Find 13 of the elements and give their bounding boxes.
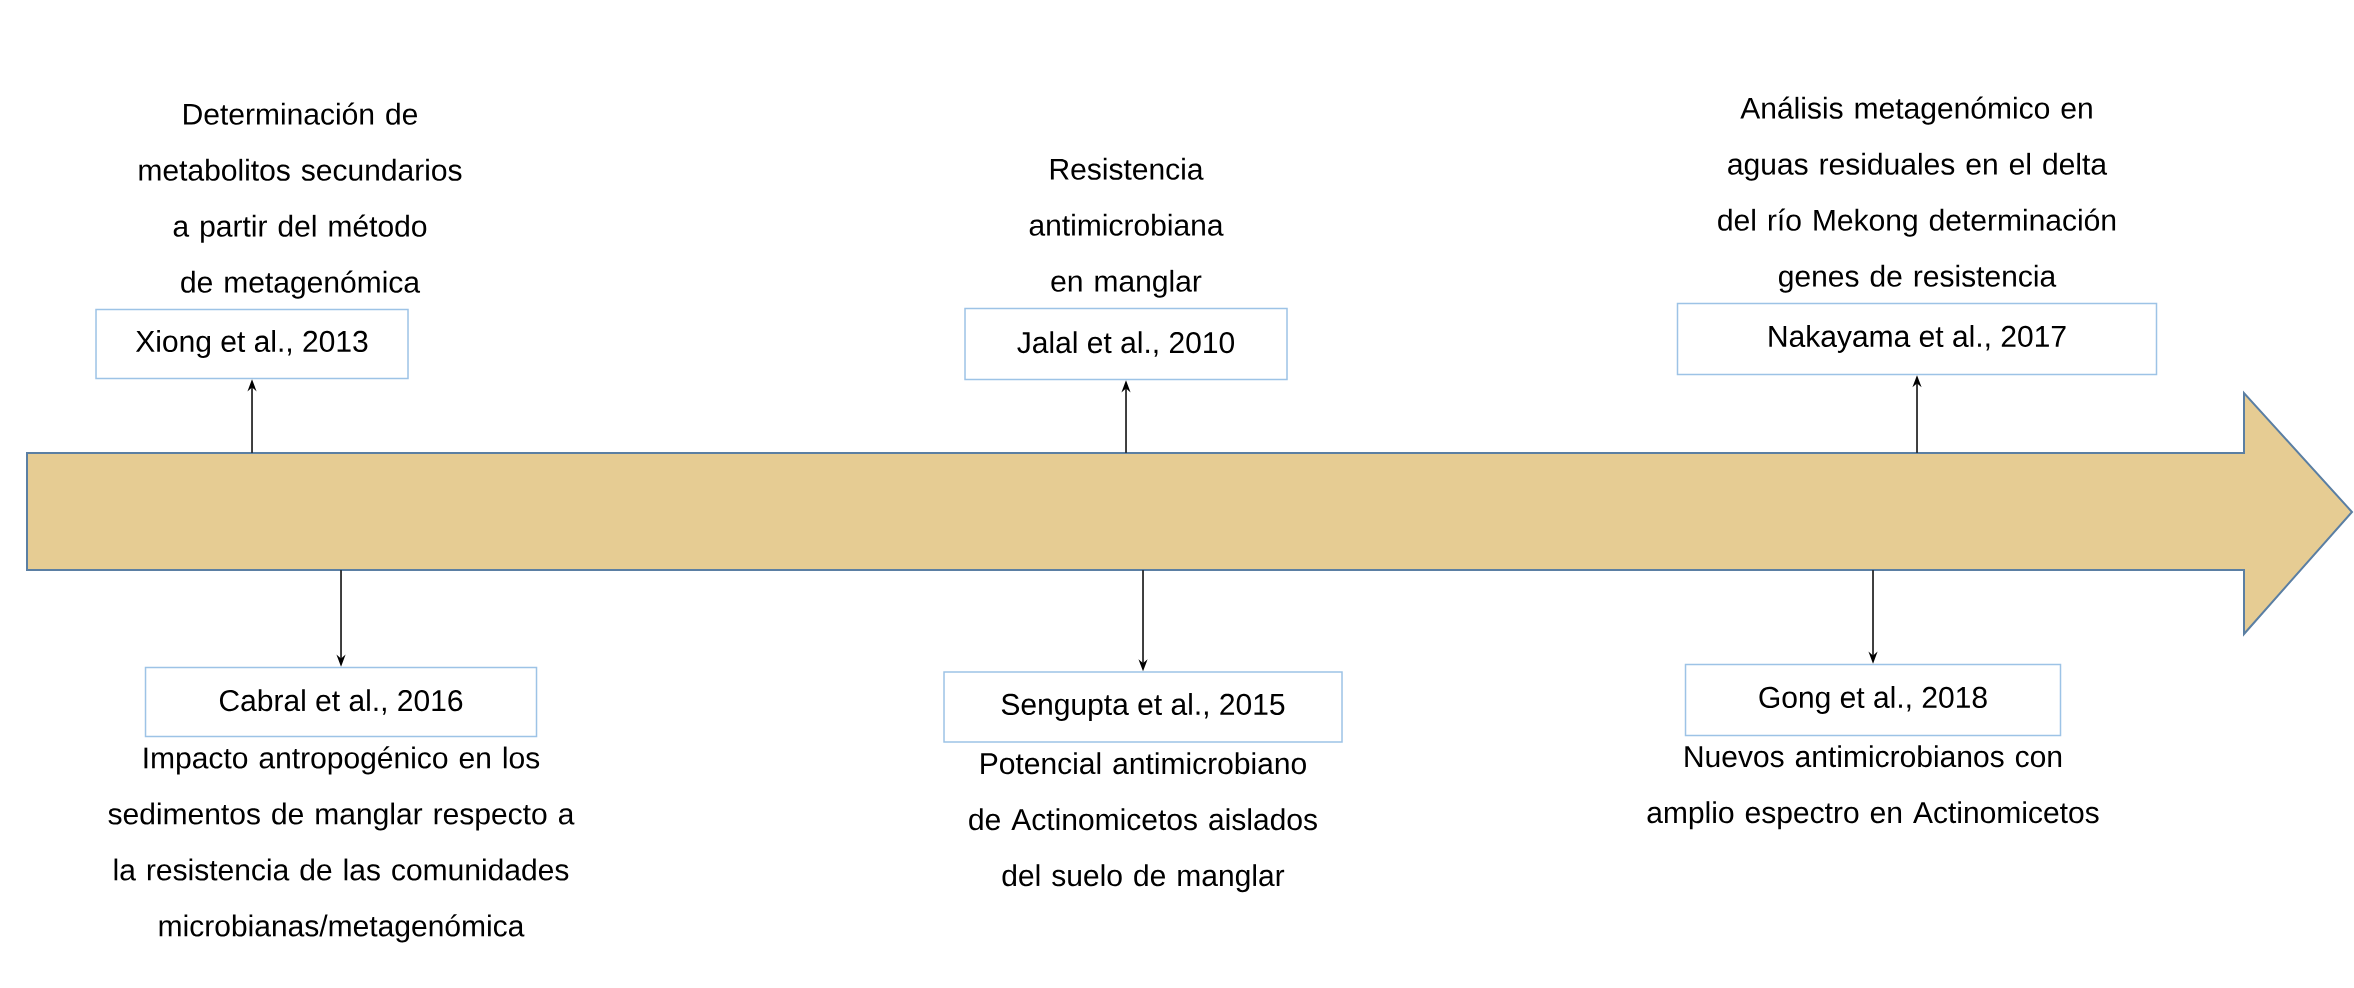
description-text: Resistencia antimicrobiana en manglar xyxy=(1029,157,1224,298)
citation-box: Xiong et al., 2013 xyxy=(95,308,409,380)
description-text: Determinación de metabolitos secundarios a partir del método de metagenómica xyxy=(139,102,462,299)
citation-box: Jalal et al., 2010 xyxy=(964,307,1288,381)
description-text: Análisis metagenómico en aguas residuales en el delta del río Mekong determinación genes de resistencia xyxy=(1718,96,2116,293)
description-text: Nuevos antimicrobianos con amplio espectro en Actinomicetos xyxy=(1647,745,2099,830)
citation-box: Gong et al., 2018 xyxy=(1684,663,2062,737)
citation-box: Nakayama et al., 2017 xyxy=(1676,302,2158,376)
description-text: Impacto antropogénico en los sedimentos de manglar respecto a la resistencia de las comunidades microbianas/metagenómica xyxy=(108,746,575,943)
citation-box: Cabral et al., 2016 xyxy=(144,666,538,738)
description-text: Potencial antimicrobiano de Actinomicetos aislados del suelo de manglar xyxy=(969,752,1317,893)
timeline-arrow xyxy=(26,390,2354,637)
citation-box: Sengupta et al., 2015 xyxy=(943,671,1343,743)
